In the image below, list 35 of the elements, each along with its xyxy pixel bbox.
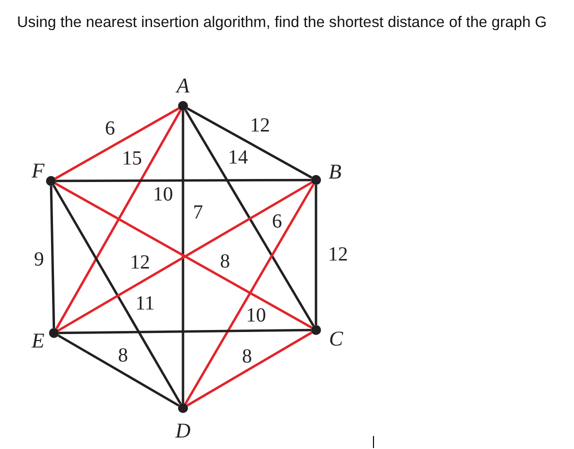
edge-label: 7 [192,204,204,222]
edge-label: 12 [327,246,349,264]
graph-edge [184,184,315,404]
edge-label: 9 [33,252,45,268]
edge-label: 12 [129,254,151,272]
edge-label: 6 [104,120,116,138]
graph-edge [54,107,180,180]
graph-edge [184,110,314,326]
edge-label: 15 [121,150,143,168]
graph-edge [55,110,182,330]
vertex-label: E [32,330,44,352]
vertex-label: D [175,420,191,442]
graph-edge [186,107,312,179]
vertex-label: B [328,162,342,182]
edge-label: 10 [152,186,174,204]
graph-edge [52,184,182,404]
edge-label: 6 [271,214,283,230]
graph-edge [58,334,180,407]
edge-label: 8 [241,348,253,366]
graph-edge [56,178,311,182]
vertex-label: F [32,160,44,182]
vertex-label: C [329,328,343,350]
vertex-label: A [176,76,190,96]
edge-label: 12 [249,118,271,134]
edge-label: 10 [245,308,267,324]
edge-label: 8 [219,254,231,270]
graph-edge [58,328,312,334]
graph-edge [314,185,318,325]
edge-label: 8 [117,348,129,364]
edge-label: 11 [134,296,156,312]
question-text: Using the nearest insertion algorithm, find the shortest distance of the graph G [17,13,547,33]
graph-edge [182,111,184,403]
graph-edge [50,186,56,328]
graph-edge [186,332,312,406]
edge-label: 14 [227,150,249,166]
